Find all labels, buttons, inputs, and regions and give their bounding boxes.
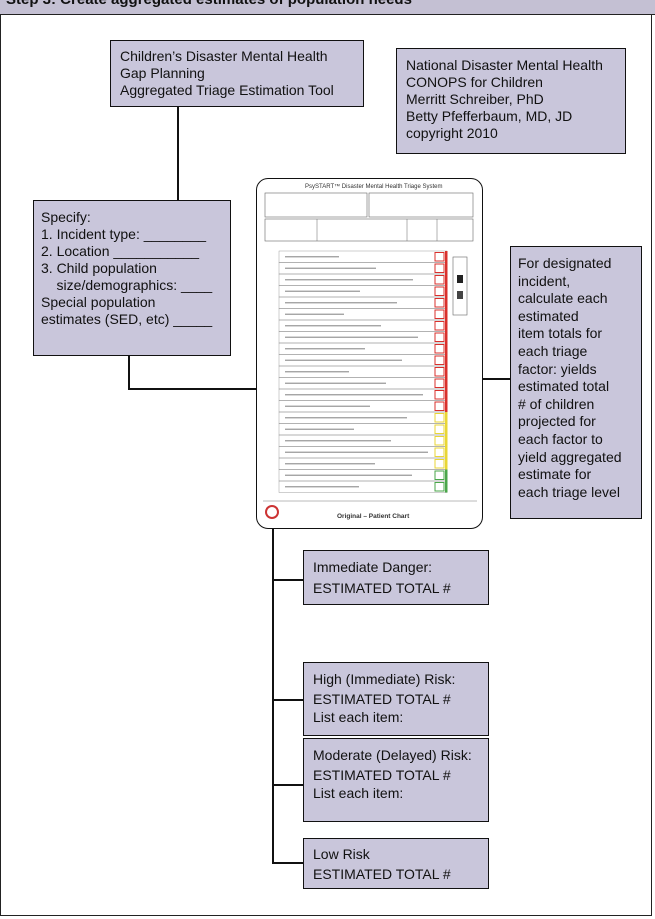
high-risk-box: High (Immediate) Risk: ESTIMATED TOTAL #…: [303, 662, 489, 736]
connector-line: [128, 356, 130, 389]
form-field-box: [264, 192, 368, 218]
calculate-line: calculate each: [518, 290, 608, 307]
form-triage-checkbox-red: [434, 252, 445, 262]
form-title: PsySTART™ Disaster Mental Health Triage …: [305, 184, 443, 190]
moderate-risk-line: List each item:: [313, 785, 404, 801]
form-triage-checkbox-red: [434, 275, 445, 285]
connector-line: [483, 378, 510, 380]
form-triage-checkbox-yellow: [434, 436, 445, 446]
immediate-danger-line: ESTIMATED TOTAL #: [313, 580, 451, 596]
calculate-line: estimate for: [518, 466, 592, 483]
calculate-line: estimated: [518, 307, 579, 324]
calculate-line: incident,: [518, 272, 571, 289]
form-triage-checkbox-red: [434, 378, 445, 388]
low-risk-line: Low Risk: [313, 846, 370, 862]
form-field-box: [264, 218, 474, 242]
specify-line: size/demographics: ____: [41, 277, 213, 293]
header-bar: Step 3: Create aggregated estimates of p…: [0, 0, 655, 15]
credits-box: National Disaster Mental Health CONOPS f…: [396, 48, 626, 154]
form-icon-panel: [452, 256, 468, 316]
form-triage-checkbox-red: [434, 390, 445, 400]
low-risk-line: ESTIMATED TOTAL #: [313, 866, 451, 882]
form-triage-checkbox-red: [434, 344, 445, 354]
immediate-danger-line: Immediate Danger:: [313, 559, 433, 575]
form-triage-checkbox-red: [434, 298, 445, 308]
calculate-line: each triage level: [518, 483, 620, 500]
tool-title-box: Children’s Disaster Mental Health Gap Pl…: [110, 40, 364, 107]
credits-line: Betty Pfefferbaum, MD, JD: [406, 108, 573, 124]
calculate-line: item totals for: [518, 325, 603, 342]
specify-line: Special population: [41, 294, 156, 310]
form-triage-checkbox-red: [434, 286, 445, 296]
form-field-box: [368, 192, 474, 218]
form-logo-icon: [265, 505, 279, 519]
moderate-risk-line: Moderate (Delayed) Risk:: [313, 747, 472, 763]
credits-line: National Disaster Mental Health: [406, 57, 603, 73]
tool-title-line: Gap Planning: [120, 65, 205, 81]
triage-form-image: PsySTART™ Disaster Mental Health Triage …: [256, 178, 483, 529]
form-drawing: [263, 192, 477, 502]
connector-line: [272, 579, 303, 581]
form-triage-checkbox-red: [434, 263, 445, 273]
form-level-bar-yellow: [445, 412, 448, 470]
connector-line: [272, 784, 303, 786]
moderate-risk-line: ESTIMATED TOTAL #: [313, 767, 451, 783]
connector-line: [177, 106, 179, 200]
high-risk-line: List each item:: [313, 709, 404, 725]
form-icon-mark: [457, 275, 463, 283]
form-footer: Original – Patient Chart: [337, 513, 410, 520]
credits-line: copyright 2010: [406, 125, 498, 141]
specify-line: 3. Child population: [41, 260, 157, 276]
credits-line: CONOPS for Children: [406, 74, 543, 90]
credits-line: Merritt Schreiber, PhD: [406, 91, 544, 107]
form-triage-checkbox-red: [434, 367, 445, 377]
form-triage-checkbox-red: [434, 321, 445, 331]
form-triage-checkbox-green: [434, 470, 445, 480]
specify-line: 1. Incident type: ________: [41, 226, 207, 242]
high-risk-line: ESTIMATED TOTAL #: [313, 691, 451, 707]
header-title: Step 3: Create aggregated estimates of p…: [6, 0, 412, 8]
form-triage-checkbox-green: [434, 482, 445, 492]
calculate-box: For designated incident, calculate each …: [510, 246, 642, 519]
calculate-line: estimated total: [518, 378, 610, 395]
tool-title-line: Children’s Disaster Mental Health: [120, 48, 328, 64]
moderate-risk-box: Moderate (Delayed) Risk: ESTIMATED TOTAL…: [303, 738, 489, 822]
calculate-line: factor: yields: [518, 360, 597, 377]
calculate-line: each factor to: [518, 430, 603, 447]
calculate-line: projected for: [518, 413, 596, 430]
form-triage-checkbox-yellow: [434, 413, 445, 423]
form-triage-checkbox-red: [434, 401, 445, 411]
form-triage-checkbox-yellow: [434, 459, 445, 469]
specify-line: estimates (SED, etc) _____: [41, 311, 213, 327]
form-level-bar-green: [445, 469, 448, 493]
specify-line: 2. Location ___________: [41, 243, 200, 259]
specify-line: Specify:: [41, 209, 91, 225]
immediate-danger-box: Immediate Danger: ESTIMATED TOTAL #: [303, 550, 489, 605]
calculate-line: For designated: [518, 255, 612, 271]
high-risk-line: High (Immediate) Risk:: [313, 671, 456, 687]
calculate-line: yield aggregated: [518, 448, 622, 465]
tool-title-line: Aggregated Triage Estimation Tool: [120, 82, 334, 98]
form-icon-mark: [457, 291, 463, 299]
form-triage-checkbox-red: [434, 332, 445, 342]
low-risk-box: Low Risk ESTIMATED TOTAL #: [303, 838, 489, 889]
calculate-line: # of children: [518, 395, 595, 412]
form-level-bar-red: [445, 251, 448, 412]
form-triage-checkbox-red: [434, 355, 445, 365]
form-triage-checkbox-yellow: [434, 447, 445, 457]
specify-box: Specify: 1. Incident type: ________ 2. L…: [33, 200, 231, 356]
connector-line: [272, 699, 303, 701]
form-triage-checkbox-yellow: [434, 424, 445, 434]
form-triage-checkbox-red: [434, 309, 445, 319]
connector-line: [272, 862, 303, 864]
connector-line: [128, 388, 258, 390]
connector-line: [272, 529, 274, 863]
calculate-line: each triage: [518, 342, 588, 359]
